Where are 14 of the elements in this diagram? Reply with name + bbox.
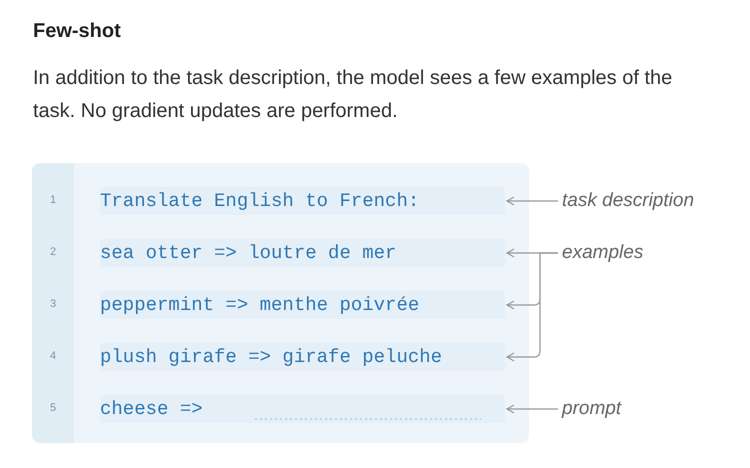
line-number: 4 xyxy=(48,350,58,362)
description-paragraph: In addition to the task description, the model sees a few examples of the task. No gradient updates are performed. xyxy=(33,66,673,124)
heading: Few-shot xyxy=(33,20,121,43)
annotation-label: examples xyxy=(562,241,644,265)
arrow xyxy=(506,252,558,362)
line-number: 1 xyxy=(48,194,58,206)
code-panel xyxy=(32,163,529,443)
arrow xyxy=(506,404,558,414)
line-number: 5 xyxy=(48,402,58,414)
arrow xyxy=(506,196,558,206)
annotation-label: prompt xyxy=(562,397,622,421)
annotation-label: task description xyxy=(562,189,694,213)
line-number: 2 xyxy=(48,246,58,258)
line-number: 3 xyxy=(48,298,58,310)
